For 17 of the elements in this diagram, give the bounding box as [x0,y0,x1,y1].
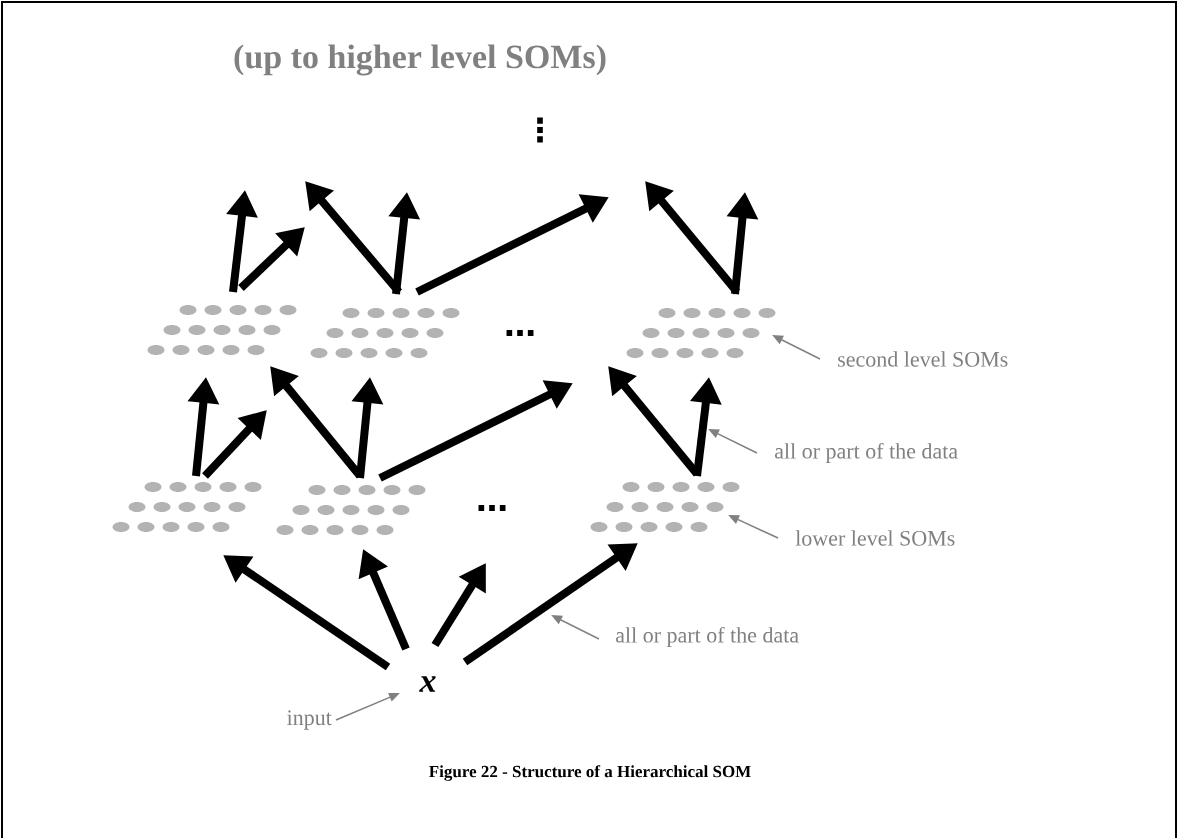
som-grid [112,482,262,532]
som-grid [626,308,776,358]
annotation-text: all or part of the data [615,626,799,648]
som-grid [590,482,740,532]
som-grid [147,305,297,355]
ellipsis-dots: ⋮ [537,117,543,143]
title: (up to higher level SOMs) [234,44,606,76]
som-grid [276,485,426,535]
annotation-text: second level SOMs [838,351,1008,367]
annotation-text: lower level SOMs [795,530,955,546]
ellipsis-dots: … [506,330,534,336]
som-grid [310,308,460,358]
variable-symbol: x [419,676,436,692]
annotation-text: input [287,710,332,730]
ellipsis-dots: … [478,505,506,511]
annotation-text: all or part of the data [774,442,958,464]
caption: Figure 22 - Structure of a Hierarchical SOM [429,765,751,781]
